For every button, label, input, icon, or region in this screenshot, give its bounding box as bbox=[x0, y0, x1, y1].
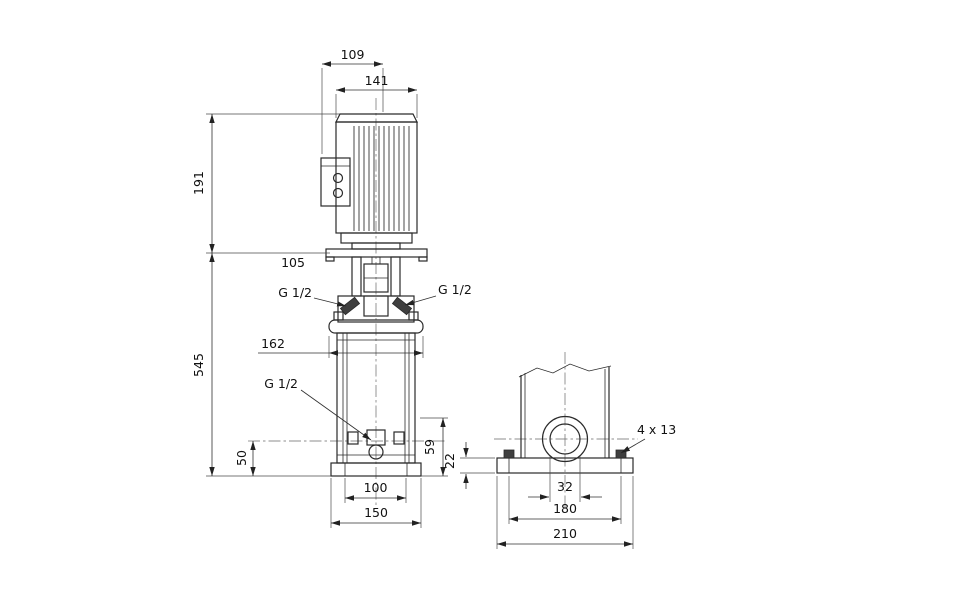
suction-port-bore bbox=[549, 423, 581, 455]
motor-flange bbox=[340, 232, 413, 244]
dim-180-label: 180 bbox=[553, 501, 577, 516]
centerlines bbox=[248, 98, 638, 508]
suction-port-outer bbox=[541, 415, 589, 463]
cable-entry-hole bbox=[332, 172, 344, 184]
dim-210-label: 210 bbox=[553, 526, 577, 541]
cable-entry-hole bbox=[332, 187, 344, 199]
dim-100-label: 100 bbox=[364, 480, 388, 495]
dim-32-label: 32 bbox=[557, 479, 573, 494]
dim-22-label: 22 bbox=[442, 453, 457, 469]
dim-150-label: 150 bbox=[364, 505, 388, 520]
bolt-holes-label: 4 x 13 bbox=[637, 422, 676, 437]
pump-base-front bbox=[330, 462, 422, 477]
extension-lines bbox=[206, 68, 634, 549]
dim-50-label: 50 bbox=[234, 450, 249, 466]
front-view-pump-outline bbox=[320, 113, 428, 477]
dim-109-label: 109 bbox=[341, 47, 365, 62]
side-view-base-outline bbox=[496, 363, 634, 474]
leader-port-left bbox=[313, 297, 347, 307]
dimension-lines bbox=[209, 61, 646, 547]
dim-59-label: 59 bbox=[422, 439, 437, 455]
motor-body bbox=[335, 121, 418, 234]
motor-cooling-fins bbox=[353, 126, 410, 231]
side-port-right bbox=[393, 431, 405, 445]
dim-545-label: 545 bbox=[191, 353, 206, 377]
break-line bbox=[518, 363, 612, 378]
dim-105-label: 105 bbox=[281, 255, 305, 270]
dim-162-label: 162 bbox=[261, 336, 285, 351]
drain-plug bbox=[368, 444, 384, 460]
motor-cap bbox=[335, 113, 418, 123]
motor-stool-plate bbox=[325, 248, 428, 258]
leader-drain-port bbox=[300, 389, 372, 441]
leader-port-right bbox=[404, 295, 437, 306]
port-g12-drain-label: G 1/2 bbox=[264, 376, 298, 391]
leader-bolt-slot bbox=[620, 438, 646, 454]
pump-base-side bbox=[496, 457, 634, 474]
dim-141-label: 141 bbox=[365, 73, 389, 88]
terminal-box bbox=[320, 157, 351, 207]
port-g12-left-label: G 1/2 bbox=[278, 285, 312, 300]
side-port-left bbox=[347, 431, 359, 445]
bolt-slot-left bbox=[503, 449, 515, 459]
dim-191-label: 191 bbox=[191, 171, 206, 195]
dimension-labels: 109 141 191 105 545 162 G 1/2 G 1/2 G 1/… bbox=[191, 47, 676, 541]
port-g12-right-label: G 1/2 bbox=[438, 282, 472, 297]
